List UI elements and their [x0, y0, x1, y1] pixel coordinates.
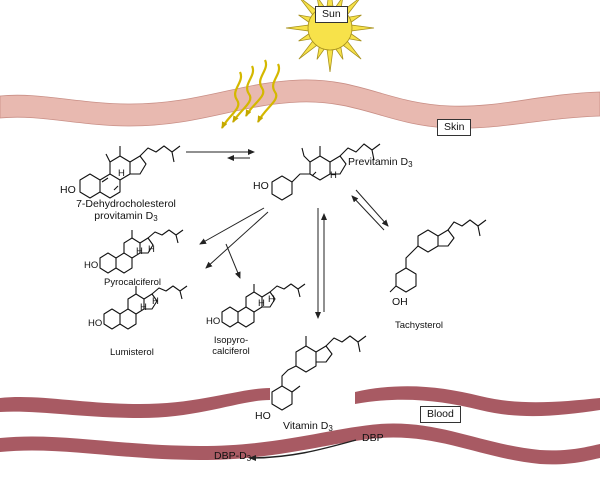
sun-ray — [326, 47, 334, 73]
isopyrocalciferol-label: Isopyro- calciferol — [212, 335, 250, 357]
skin-label: Skin — [437, 119, 472, 136]
arrow-to-isopyrocalciferol — [225, 243, 241, 279]
tachysterol-label: Tachysterol — [395, 320, 444, 331]
dehydrocholesterol-name: 7-Dehydrocholesterol — [76, 198, 176, 210]
ho-label: HO — [253, 180, 269, 192]
vitamin-d3-label: Vitamin D3 — [283, 420, 333, 433]
dehydrocholesterol-structure — [79, 145, 181, 199]
isopyro-line1: Isopyro- — [213, 335, 249, 346]
skin-layer — [0, 79, 600, 129]
dehydrocholesterol-label: 7-Dehydrocholesterol provitamin D3 — [76, 198, 176, 223]
dbp-d3-label: DBP-D3 — [214, 450, 252, 463]
subscript: 3 — [408, 160, 413, 169]
arrow-to-pyrocalciferol — [199, 207, 265, 245]
h-label: H — [148, 244, 155, 255]
pyrocalciferol-structure — [99, 229, 184, 274]
lumisterol-label: Lumisterol — [110, 347, 154, 358]
isopyrocalciferol-structure — [221, 283, 306, 328]
dbp-label: DBP — [362, 432, 384, 444]
arrow-dbp-binding — [249, 439, 357, 461]
sun-ray — [349, 24, 375, 32]
h-label: H — [136, 246, 143, 257]
previtamin-d3-structure — [271, 143, 381, 201]
blood-vessels — [0, 386, 600, 465]
h-label: H — [118, 168, 125, 179]
h-label: H — [268, 294, 275, 305]
h-label: H — [330, 170, 337, 181]
arrow-to-lumisterol — [205, 211, 269, 269]
uv-rays — [221, 59, 281, 129]
h-label: H — [258, 298, 265, 309]
h-label: H — [152, 296, 159, 307]
subscript: 3 — [153, 214, 158, 223]
previtamin-label: Previtamin D3 — [348, 156, 413, 169]
sun-icon — [285, 0, 375, 73]
tachysterol-structure — [389, 219, 487, 293]
subscript: 3 — [328, 424, 333, 433]
sun-label: Sun — [315, 6, 348, 23]
ho-label: HO — [255, 410, 271, 422]
pyrocalciferol-label: Pyrocalciferol — [104, 277, 162, 288]
isopyro-line2: calciferol — [212, 346, 250, 357]
oh-label: OH — [392, 296, 408, 308]
dbp-d3-name: DBP-D — [214, 450, 247, 462]
ho-label: HO — [84, 260, 99, 271]
ho-label: HO — [206, 316, 221, 327]
previtamin-name: Previtamin D — [348, 156, 409, 168]
sun-ray — [285, 24, 311, 32]
h-label: H — [140, 302, 147, 313]
arrow-previtamin-to-tachysterol — [355, 189, 389, 227]
subscript: 3 — [246, 454, 252, 463]
blood-label: Blood — [420, 406, 461, 423]
ho-label: HO — [60, 184, 76, 196]
vitamin-name: Vitamin D — [283, 420, 329, 432]
lumisterol-structure — [103, 285, 188, 330]
vitamin-d3-structure — [271, 335, 367, 411]
arrow-tachysterol-to-previtamin — [351, 195, 385, 231]
provitamin-name: provitamin D — [94, 210, 154, 222]
ho-label: HO — [88, 318, 103, 329]
